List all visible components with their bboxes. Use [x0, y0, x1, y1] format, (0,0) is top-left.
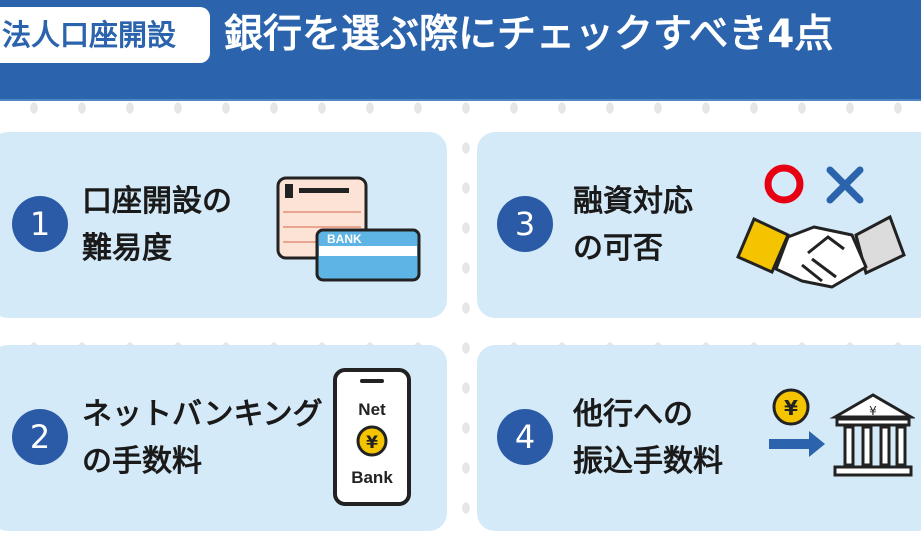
category-badge: 法人口座開設 [0, 7, 210, 63]
point-label: 融資対応の可否 [573, 178, 693, 272]
bank-text: Bank [351, 468, 393, 487]
number-badge: 1 [12, 196, 68, 252]
header: 法人口座開設 銀行を選ぶ際にチェックすべき4点 [0, 0, 921, 101]
yen-text: ¥ [784, 396, 798, 420]
yen-coin-icon [772, 388, 810, 426]
card-text: BANK [327, 232, 362, 246]
label-line: 他行への [573, 397, 693, 432]
point-label: 口座開設の難易度 [82, 178, 232, 272]
number-badge: 2 [12, 409, 68, 465]
net-text: Net [358, 400, 386, 419]
number-badge: 3 [497, 196, 553, 252]
point-card-1: 1 口座開設の難易度 BANK [0, 132, 447, 318]
point-label: ネットバンキングの手数料 [82, 391, 323, 485]
svg-text:¥: ¥ [869, 404, 877, 418]
yen-coin-icon [356, 425, 388, 457]
label-line: 融資対応 [573, 184, 693, 219]
bank-card-icon: BANK [276, 176, 421, 282]
cross-mark-icon [826, 166, 864, 204]
label-line: の可否 [573, 231, 663, 266]
label-line: 口座開設の [82, 184, 232, 219]
yen-text: ¥ [366, 433, 378, 453]
point-label: 他行への振込手数料 [573, 391, 723, 485]
circle-mark-icon [764, 164, 804, 204]
label-line: 難易度 [82, 231, 172, 266]
number-badge: 4 [497, 409, 553, 465]
bank-transfer-icon: ¥ ¥ [769, 388, 915, 477]
point-card-2: 2 ネットバンキングの手数料 Net ¥ Bank [0, 345, 447, 531]
arrow-right-icon [769, 431, 825, 457]
handshake-icon [736, 164, 906, 289]
label-line: の手数料 [82, 444, 202, 479]
label-line: ネットバンキング [82, 397, 323, 432]
page-title: 銀行を選ぶ際にチェックすべき4点 [224, 12, 834, 57]
smartphone-net-bank-icon: Net ¥ Bank [333, 368, 411, 506]
point-card-3: 3 融資対応の可否 [477, 132, 921, 318]
point-card-4: 4 他行への振込手数料 ¥ ¥ [477, 345, 921, 531]
label-line: 振込手数料 [573, 444, 723, 479]
